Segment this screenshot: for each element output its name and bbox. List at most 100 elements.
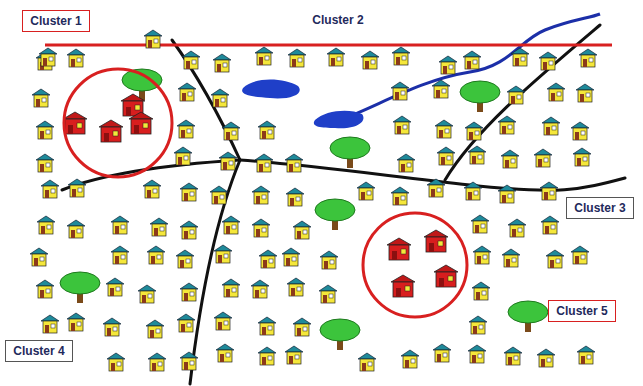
window	[77, 229, 81, 233]
door	[71, 323, 75, 331]
door	[297, 231, 301, 239]
cluster-label: Cluster 5	[548, 300, 616, 322]
window	[265, 163, 269, 167]
door	[126, 107, 131, 116]
window	[188, 92, 192, 96]
door	[396, 57, 400, 65]
door	[439, 130, 443, 138]
window	[587, 355, 591, 359]
door	[256, 229, 260, 237]
house	[214, 245, 232, 263]
roof	[469, 316, 487, 322]
door	[292, 59, 296, 67]
window	[405, 286, 410, 291]
house	[36, 154, 54, 172]
door	[508, 357, 512, 365]
house	[39, 48, 57, 66]
window	[190, 361, 194, 365]
roof	[573, 148, 591, 154]
door	[184, 362, 188, 370]
door	[467, 61, 471, 69]
house	[327, 48, 345, 66]
roof	[392, 47, 410, 53]
window	[113, 327, 117, 331]
roof	[439, 56, 457, 62]
door	[34, 258, 38, 266]
wall	[260, 353, 274, 365]
house	[293, 318, 311, 336]
house	[222, 216, 240, 234]
wall	[466, 188, 480, 200]
house	[138, 285, 156, 303]
window	[148, 294, 152, 298]
door	[515, 58, 519, 66]
roof	[63, 112, 87, 119]
roof	[498, 185, 516, 191]
roof	[327, 48, 345, 54]
road	[190, 160, 240, 384]
roof	[68, 179, 86, 185]
door	[331, 58, 335, 66]
roof	[147, 246, 165, 252]
window	[407, 163, 411, 167]
window	[78, 188, 82, 192]
house	[36, 52, 54, 70]
house	[397, 154, 415, 172]
wall	[542, 188, 556, 200]
window	[262, 195, 266, 199]
roof	[293, 221, 311, 227]
house	[67, 220, 85, 238]
roof	[258, 317, 276, 323]
cluster-circle	[64, 69, 172, 177]
wall	[329, 54, 343, 66]
window	[295, 355, 299, 359]
window	[557, 92, 561, 96]
wall	[284, 254, 298, 266]
house	[177, 314, 195, 332]
window	[143, 123, 148, 128]
window	[482, 291, 486, 295]
window	[261, 289, 265, 293]
window	[549, 61, 553, 65]
house	[541, 216, 559, 234]
roof	[67, 220, 85, 226]
house	[177, 120, 195, 138]
roof	[537, 349, 555, 355]
roof	[473, 246, 491, 252]
wall	[360, 359, 374, 371]
roof	[502, 249, 520, 255]
roof	[542, 117, 560, 123]
wall	[393, 282, 413, 297]
house	[180, 283, 198, 301]
window	[478, 155, 482, 159]
tree-crown	[60, 272, 100, 294]
roof	[504, 347, 522, 353]
roof	[464, 182, 482, 188]
door	[218, 255, 222, 263]
wall	[290, 55, 304, 67]
wall	[465, 57, 479, 69]
window	[401, 249, 406, 254]
window	[190, 292, 194, 296]
door	[214, 196, 218, 204]
window	[581, 131, 585, 135]
window	[401, 91, 405, 95]
wall	[224, 285, 238, 297]
house	[539, 52, 557, 70]
wall	[221, 158, 235, 170]
cluster-name: Cluster 5	[556, 304, 607, 318]
door	[45, 325, 49, 333]
door	[226, 289, 230, 297]
roof	[433, 344, 451, 350]
wall	[500, 191, 514, 203]
window	[121, 225, 125, 229]
door	[151, 256, 155, 264]
house	[361, 51, 379, 69]
wall	[513, 54, 527, 66]
house	[111, 246, 129, 264]
window	[518, 228, 522, 232]
door	[546, 127, 550, 135]
roof	[258, 347, 276, 353]
door	[154, 228, 158, 236]
door	[429, 243, 434, 252]
